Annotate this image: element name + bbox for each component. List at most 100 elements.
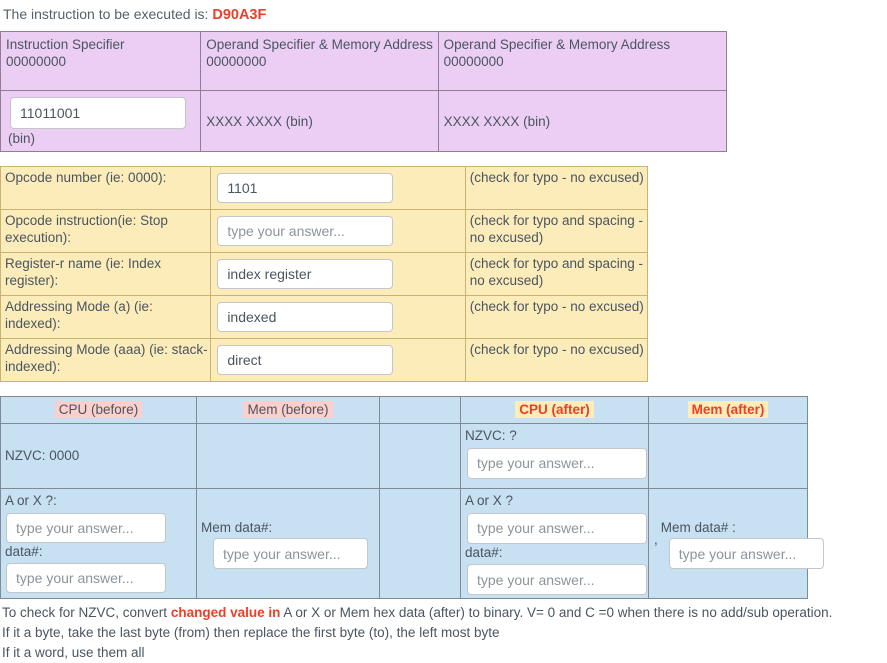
table-row: Instruction Specifier 00000000 Operand S… <box>0 31 728 91</box>
register-name-label-cell: Register-r name (ie: Index register): <box>0 252 212 297</box>
addressing-mode-a-input[interactable] <box>217 302 394 333</box>
instruction-header-prefix: The instruction to be executed is: <box>3 6 209 22</box>
footer-note-line-3: If it a word, use them all <box>2 645 145 661</box>
operand-specifier-2-title: Operand Specifier & Memory Address <box>443 37 671 52</box>
cpu-after-header: CPU (after) <box>515 401 594 419</box>
mem-before-data-label: Mem data#: <box>201 519 273 535</box>
addressing-mode-aaa-input[interactable] <box>217 345 394 376</box>
footer-note-1-part1: To check for NZVC, convert <box>2 605 171 621</box>
operand-specifier-1-value-cell: XXXX XXXX (bin) <box>200 89 439 153</box>
nzvc-before-cell: NZVC: 0000 <box>0 423 197 490</box>
cpu-before-data-label: data#: <box>5 543 43 559</box>
footer-note-1-highlight: changed value in <box>170 605 281 621</box>
cpu-after-ax-label: A or X ? <box>465 493 514 509</box>
instruction-specifier-value-cell: (bin) <box>0 89 202 153</box>
opcode-instruction-input-cell <box>210 209 466 254</box>
mem-before-nzvc-cell <box>196 423 380 490</box>
opcode-instruction-note-cell: (check for typo and spacing - no excused… <box>464 209 649 254</box>
instruction-hex-value: D90A3F <box>212 7 267 23</box>
addressing-mode-aaa-input-cell <box>210 338 466 383</box>
mem-after-data-label: Mem data# : <box>660 519 736 535</box>
operand-specifier-1-bits: 00000000 <box>206 54 267 70</box>
opcode-question-table: Opcode number (ie: 0000): (check for typ… <box>0 166 649 383</box>
instruction-specifier-header-cell: Instruction Specifier 00000000 <box>0 31 202 91</box>
register-name-input-cell <box>210 252 466 297</box>
instruction-header: The instruction to be executed is: D90A3… <box>0 0 887 29</box>
table-row: Addressing Mode (aaa) (ie: stack-indexed… <box>0 338 649 383</box>
operand-specifier-1-value: XXXX XXXX (bin) <box>206 113 313 129</box>
opcode-instruction-input[interactable] <box>217 216 394 247</box>
operand-specifier-2-bits: 00000000 <box>443 54 504 70</box>
addressing-mode-a-note: (check for typo - no excused) <box>469 299 644 315</box>
mem-before-header-cell: Mem (before) <box>196 396 380 425</box>
nzvc-after-input[interactable] <box>467 447 647 479</box>
instruction-specifier-title: Instruction Specifier <box>6 37 125 52</box>
cpu-before-header: CPU (before) <box>54 401 143 419</box>
spacer-header-cell <box>379 396 461 425</box>
footer-note-line-1: To check for NZVC, convert changed value… <box>2 603 887 623</box>
opcode-number-note: (check for typo - no excused) <box>469 170 644 186</box>
opcode-number-label: Opcode number (ie: 0000): <box>5 170 167 186</box>
mem-after-nzvc-cell <box>648 423 808 490</box>
register-name-label: Register-r name (ie: Index register): <box>5 256 162 289</box>
addressing-mode-a-label-cell: Addressing Mode (a) (ie: indexed): <box>0 295 212 340</box>
table-row: Opcode instruction(ie: Stop execution): … <box>0 209 649 254</box>
table-row: NZVC: 0000 NZVC: ? <box>0 423 808 490</box>
footer-note-1-part2: A or X or Mem hex data (after) to binary… <box>280 605 833 621</box>
instruction-specifier-input[interactable] <box>10 97 186 129</box>
opcode-instruction-note: (check for typo and spacing - no excused… <box>469 213 644 246</box>
register-name-input[interactable] <box>217 259 394 290</box>
cpu-after-data-input[interactable] <box>467 564 647 596</box>
footer-notes: To check for NZVC, convert changed value… <box>0 603 887 663</box>
opcode-instruction-label: Opcode instruction(ie: Stop execution): <box>5 213 168 246</box>
cpu-after-header-cell: CPU (after) <box>460 396 649 425</box>
nzvc-after-cell: NZVC: ? <box>460 423 649 490</box>
opcode-instruction-label-cell: Opcode instruction(ie: Stop execution): <box>0 209 212 254</box>
addressing-mode-a-note-cell: (check for typo - no excused) <box>464 295 649 340</box>
addressing-mode-aaa-label-cell: Addressing Mode (aaa) (ie: stack-indexed… <box>0 338 212 383</box>
addressing-mode-a-label: Addressing Mode (a) (ie: indexed): <box>5 299 153 332</box>
register-name-note-cell: (check for typo and spacing - no excused… <box>464 252 649 297</box>
addressing-mode-aaa-label: Addressing Mode (aaa) (ie: stack-indexed… <box>5 342 208 375</box>
opcode-number-input-cell <box>210 166 466 211</box>
cpu-after-ax-cell: A or X ? data#: <box>460 488 649 600</box>
table-row: Opcode number (ie: 0000): (check for typ… <box>0 166 649 211</box>
cpu-mem-state-table: CPU (before) Mem (before) CPU (after) Me… <box>0 396 824 600</box>
mem-after-comma: , <box>654 531 658 547</box>
mem-before-header: Mem (before) <box>243 401 333 419</box>
mem-after-data-cell: , Mem data# : <box>648 488 824 600</box>
instruction-bin-label: (bin) <box>8 131 36 146</box>
addressing-mode-aaa-note-cell: (check for typo - no excused) <box>464 338 649 383</box>
operand-specifier-2-header-cell: Operand Specifier & Memory Address 00000… <box>437 31 728 91</box>
mem-after-row: , Mem data# : <box>653 519 824 570</box>
spacer-ax-cell <box>379 488 461 600</box>
table-header-row: CPU (before) Mem (before) CPU (after) Me… <box>0 396 808 425</box>
operand-specifier-2-value-cell: XXXX XXXX (bin) <box>437 89 728 153</box>
footer-note-line-2: If it a byte, take the last byte (from) … <box>2 625 500 641</box>
table-row: Addressing Mode (a) (ie: indexed): (chec… <box>0 295 649 340</box>
addressing-mode-a-input-cell <box>210 295 466 340</box>
mem-before-data-input[interactable] <box>213 538 368 570</box>
table-row: (bin) XXXX XXXX (bin) XXXX XXXX (bin) <box>0 89 728 153</box>
instruction-specifier-bits: 00000000 <box>6 54 67 70</box>
cpu-after-ax-input[interactable] <box>467 512 647 544</box>
nzvc-before-label: NZVC: 0000 <box>5 448 80 464</box>
operand-specifier-1-title: Operand Specifier & Memory Address <box>206 37 433 52</box>
cpu-before-ax-label: A or X ?: <box>5 493 57 509</box>
register-name-note: (check for typo and spacing - no excused… <box>469 256 644 289</box>
opcode-number-note-cell: (check for typo - no excused) <box>464 166 649 211</box>
mem-after-header-cell: Mem (after) <box>648 396 808 425</box>
cpu-after-data-label: data#: <box>465 544 503 560</box>
addressing-mode-aaa-note: (check for typo - no excused) <box>469 342 644 358</box>
mem-after-data-input[interactable] <box>668 538 824 570</box>
cpu-before-ax-cell: A or X ?: data#: <box>0 488 197 600</box>
mem-before-data-cell: Mem data#: <box>196 488 380 600</box>
nzvc-after-label: NZVC: ? <box>465 428 517 444</box>
instruction-specifier-table: Instruction Specifier 00000000 Operand S… <box>0 31 728 153</box>
cpu-before-header-cell: CPU (before) <box>0 396 197 425</box>
opcode-number-input[interactable] <box>217 173 394 204</box>
cpu-before-data-input[interactable] <box>6 563 166 594</box>
cpu-before-ax-input[interactable] <box>6 512 166 543</box>
operand-specifier-1-header-cell: Operand Specifier & Memory Address 00000… <box>200 31 439 91</box>
